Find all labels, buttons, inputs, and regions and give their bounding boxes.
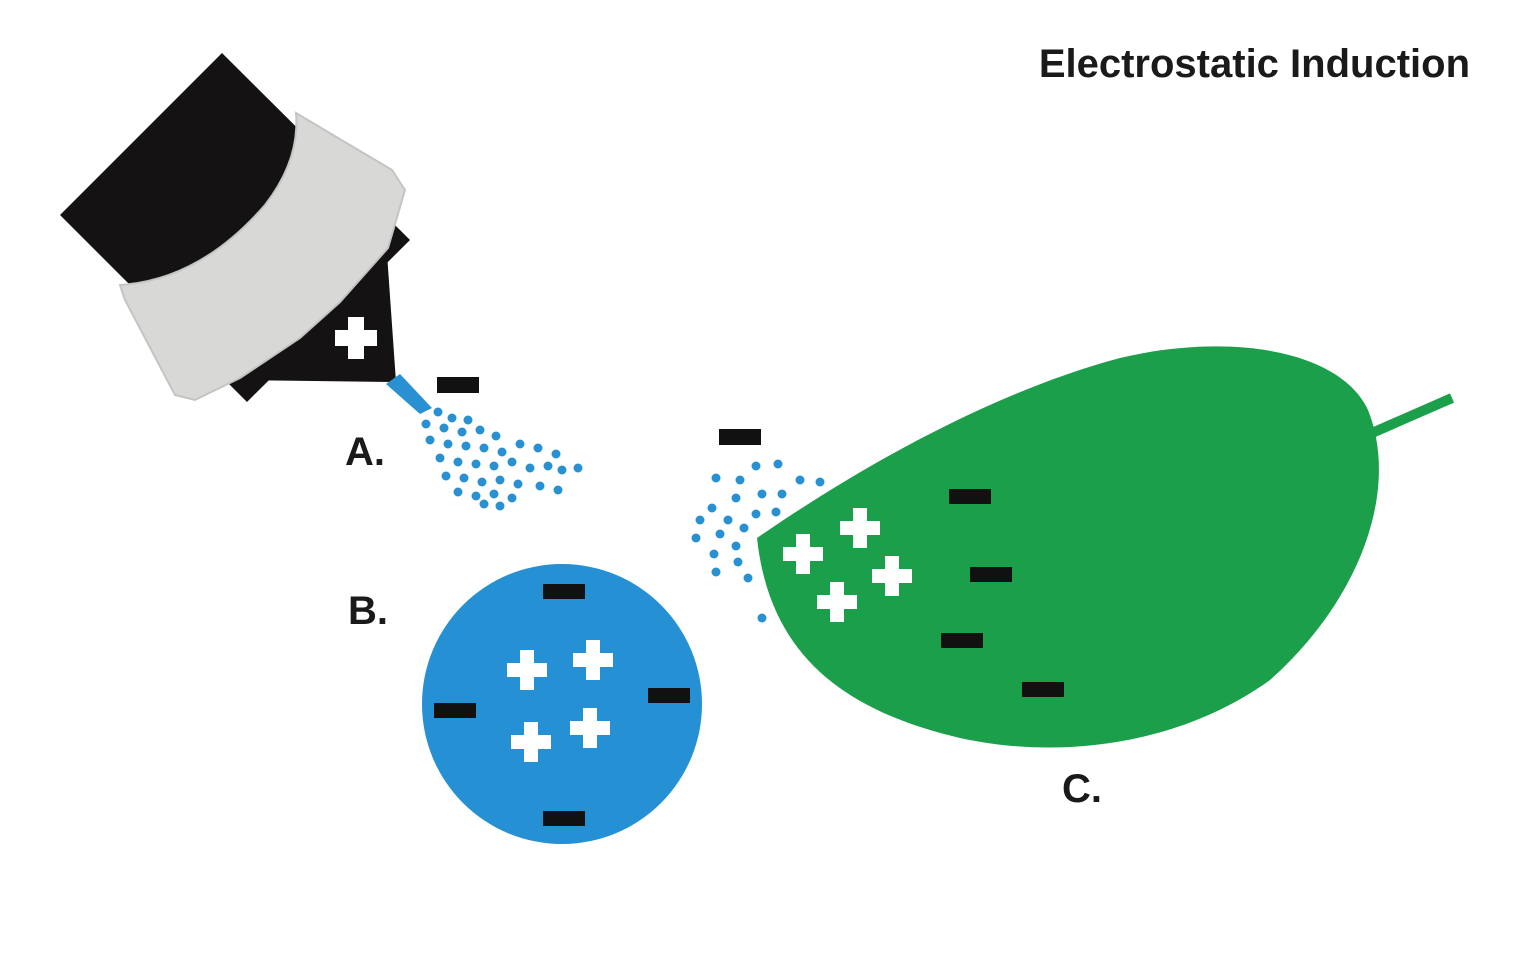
spray-droplet — [777, 489, 787, 499]
charged-droplet-b — [422, 564, 702, 844]
positive-charge — [817, 582, 857, 622]
spray-droplet — [751, 461, 761, 471]
positive-charge — [570, 708, 610, 748]
negative-charge — [941, 633, 983, 648]
spray-droplet — [459, 473, 469, 483]
spray-nozzle — [60, 53, 432, 414]
spray-droplet — [751, 509, 761, 519]
spray-droplet — [507, 457, 517, 467]
spray-droplet — [475, 425, 485, 435]
spray-droplet — [489, 461, 499, 471]
spray-droplet — [771, 507, 781, 517]
spray-droplet — [441, 471, 451, 481]
positive-charge — [573, 640, 613, 680]
leaf-blade — [757, 346, 1379, 748]
spray-droplet — [757, 613, 767, 623]
spray-negative-charge — [437, 377, 479, 393]
negative-charge — [434, 703, 476, 718]
droplet-body — [422, 564, 702, 844]
spray-droplet — [691, 533, 701, 543]
droplet-spray-c — [691, 459, 825, 623]
spray-droplet — [489, 489, 499, 499]
spray-droplet — [439, 423, 449, 433]
spray-droplet — [709, 549, 719, 559]
spray-droplet — [543, 461, 553, 471]
spray-droplet — [457, 427, 467, 437]
positive-charge — [872, 556, 912, 596]
spray-droplet — [739, 523, 749, 533]
nozzle-ring — [118, 111, 407, 402]
spray-droplet — [711, 473, 721, 483]
spray-droplet — [773, 459, 783, 469]
spray-droplet — [535, 481, 545, 491]
spray-droplet — [471, 459, 481, 469]
negative-charge — [949, 489, 991, 504]
spray-droplet — [733, 557, 743, 567]
label-c: C. — [1062, 767, 1102, 811]
spray-droplet — [447, 413, 457, 423]
spray-droplet — [491, 431, 501, 441]
negative-charge — [1022, 682, 1064, 697]
spray-droplet — [453, 487, 463, 497]
spray-droplet — [731, 541, 741, 551]
spray-droplet — [735, 475, 745, 485]
spray-droplet — [495, 501, 505, 511]
spray-droplet — [557, 465, 567, 475]
leaf-stem — [1369, 393, 1455, 438]
leaf-c — [757, 346, 1455, 748]
spray-droplet — [463, 415, 473, 425]
negative-charge — [543, 811, 585, 826]
spray-droplet — [707, 503, 717, 513]
spray-droplet — [723, 515, 733, 525]
nozzle-positive-charge — [335, 317, 377, 359]
spray-droplet — [695, 515, 705, 525]
spray-droplet — [515, 439, 525, 449]
leaf-spray-negative-charge — [719, 429, 761, 445]
negative-charge — [543, 584, 585, 599]
spray-droplet — [477, 477, 487, 487]
spray-droplet — [461, 441, 471, 451]
negative-charge — [648, 688, 690, 703]
positive-charge — [507, 650, 547, 690]
spray-droplet — [435, 453, 445, 463]
label-a: A. — [345, 430, 385, 474]
spray-stream — [386, 374, 432, 414]
spray-droplet — [573, 463, 583, 473]
positive-charge — [783, 534, 823, 574]
spray-droplet — [425, 435, 435, 445]
spray-droplet — [743, 573, 753, 583]
negative-charge — [970, 567, 1012, 582]
spray-droplet — [479, 443, 489, 453]
spray-droplet — [795, 475, 805, 485]
spray-droplet — [453, 457, 463, 467]
spray-droplet — [525, 463, 535, 473]
spray-droplet — [421, 419, 431, 429]
spray-droplet — [815, 477, 825, 487]
spray-droplet — [553, 485, 563, 495]
spray-droplet — [533, 443, 543, 453]
spray-droplet — [495, 475, 505, 485]
positive-charge — [840, 508, 880, 548]
spray-droplet — [471, 491, 481, 501]
spray-droplet — [507, 493, 517, 503]
spray-droplet — [551, 449, 561, 459]
spray-droplet — [479, 499, 489, 509]
spray-droplet — [731, 493, 741, 503]
spray-droplet — [443, 439, 453, 449]
diagram-title: Electrostatic Induction — [1039, 42, 1470, 86]
spray-droplet — [715, 529, 725, 539]
spray-droplet — [433, 407, 443, 417]
spray-droplet — [711, 567, 721, 577]
droplet-spray-a — [421, 407, 583, 511]
spray-droplet — [497, 447, 507, 457]
spray-droplet — [513, 479, 523, 489]
positive-charge — [511, 722, 551, 762]
label-b: B. — [348, 589, 388, 633]
spray-droplet — [757, 489, 767, 499]
